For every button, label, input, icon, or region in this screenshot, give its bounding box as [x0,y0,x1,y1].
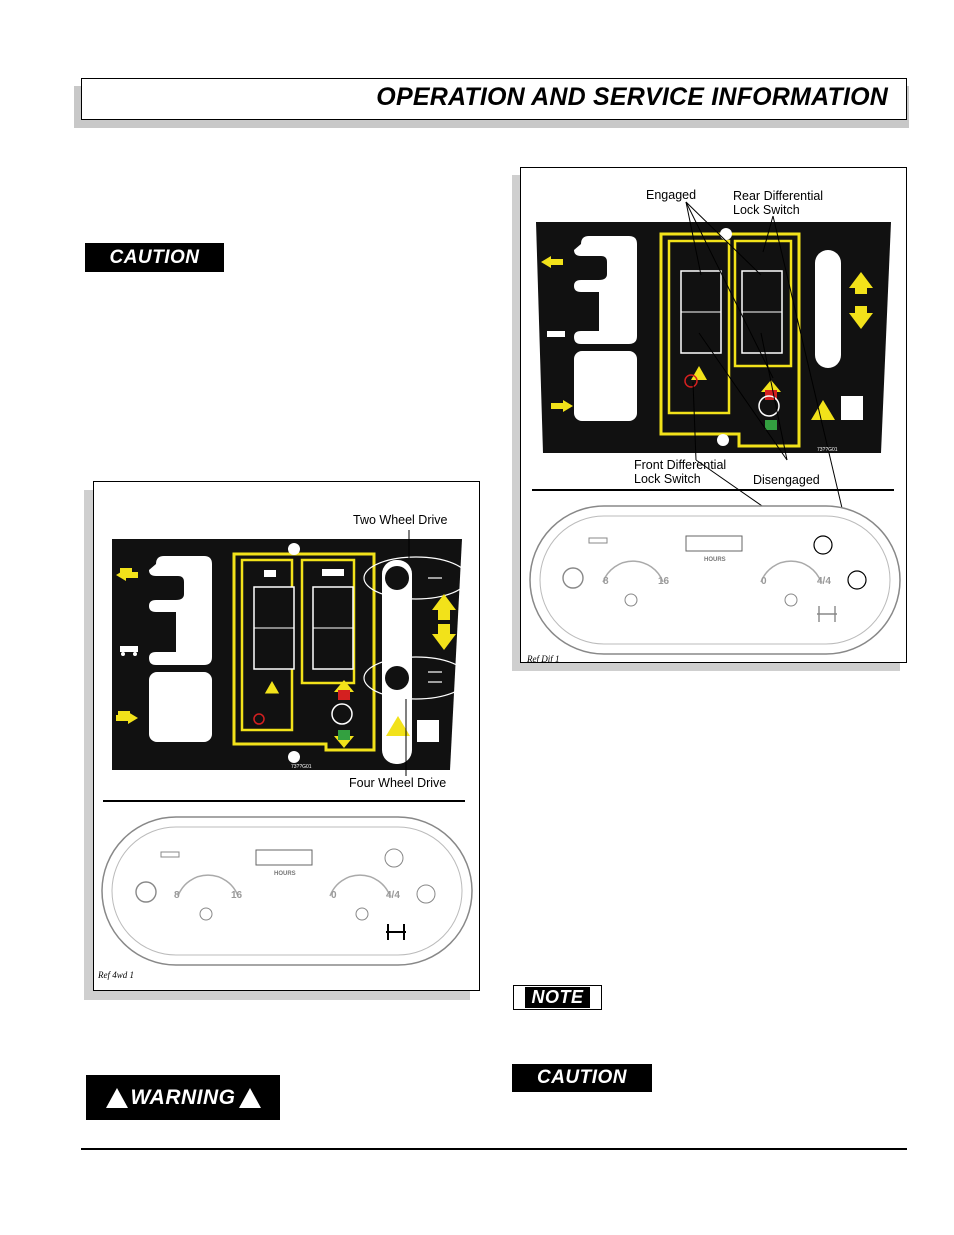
caution-badge: CAUTION [85,243,224,272]
gauge-left-low: 8 [174,890,180,901]
front-lock-line-1: Front Differential [634,458,727,472]
warning-triangle-icon [105,1087,128,1108]
hours-label: HOURS [704,557,726,563]
gauge-left-high: 16 [658,576,670,587]
page-title: OPERATION AND SERVICE INFORMATION [376,83,888,111]
gauge-right-low: 0 [331,890,337,901]
part-number: 73??G01 [817,447,838,453]
figure-dif: Engaged Rear Differential Lock Switch Fr… [520,167,907,663]
footer-rule [81,1148,907,1150]
gauge-left-low: 8 [603,576,609,587]
warning-badge: WARNING [86,1075,280,1120]
two-wheel-drive-label: Two Wheel Drive [353,513,448,527]
figure-dif-drawing [529,201,901,655]
front-differential-label: Front Differential Lock Switch [634,458,726,486]
figure-4wd-drawing [101,530,473,966]
gauge-right-high: 4/4 [386,890,400,901]
figure-ref: Ref Dif 1 [527,654,560,663]
rear-lock-line-1: Rear Differential [733,189,824,203]
disengaged-label: Disengaged [753,473,820,487]
caution-badge-2: CAUTION [512,1064,652,1092]
gauge-right-low: 0 [761,576,767,587]
figure-ref: Ref 4wd 1 [98,970,134,980]
note-badge: NOTE [513,985,602,1010]
gauge-right-high: 4/4 [817,576,831,587]
header-box: OPERATION AND SERVICE INFORMATION [81,78,907,120]
rear-lock-line-2: Lock Switch [733,203,800,217]
figure-4wd: Two Wheel Drive Four Wheel Drive 73??G01… [93,481,480,991]
vehicle-reverse-icon [116,568,138,581]
four-wheel-drive-label: Four Wheel Drive [349,776,447,790]
engaged-label: Engaged [646,188,697,202]
rear-differential-label: Rear Differential Lock Switch [733,189,823,217]
warning-text: WARNING [130,1085,236,1109]
note-text: NOTE [525,987,590,1008]
part-number: 73??G01 [291,764,312,770]
gauge-left-high: 16 [231,890,243,901]
front-lock-line-2: Lock Switch [634,472,701,486]
hours-label: HOURS [274,871,296,877]
vehicle-neutral-icon [120,646,138,656]
warning-triangle-icon [238,1087,261,1108]
vehicle-forward-icon [116,711,138,724]
utility-vehicle-icon [264,569,344,577]
